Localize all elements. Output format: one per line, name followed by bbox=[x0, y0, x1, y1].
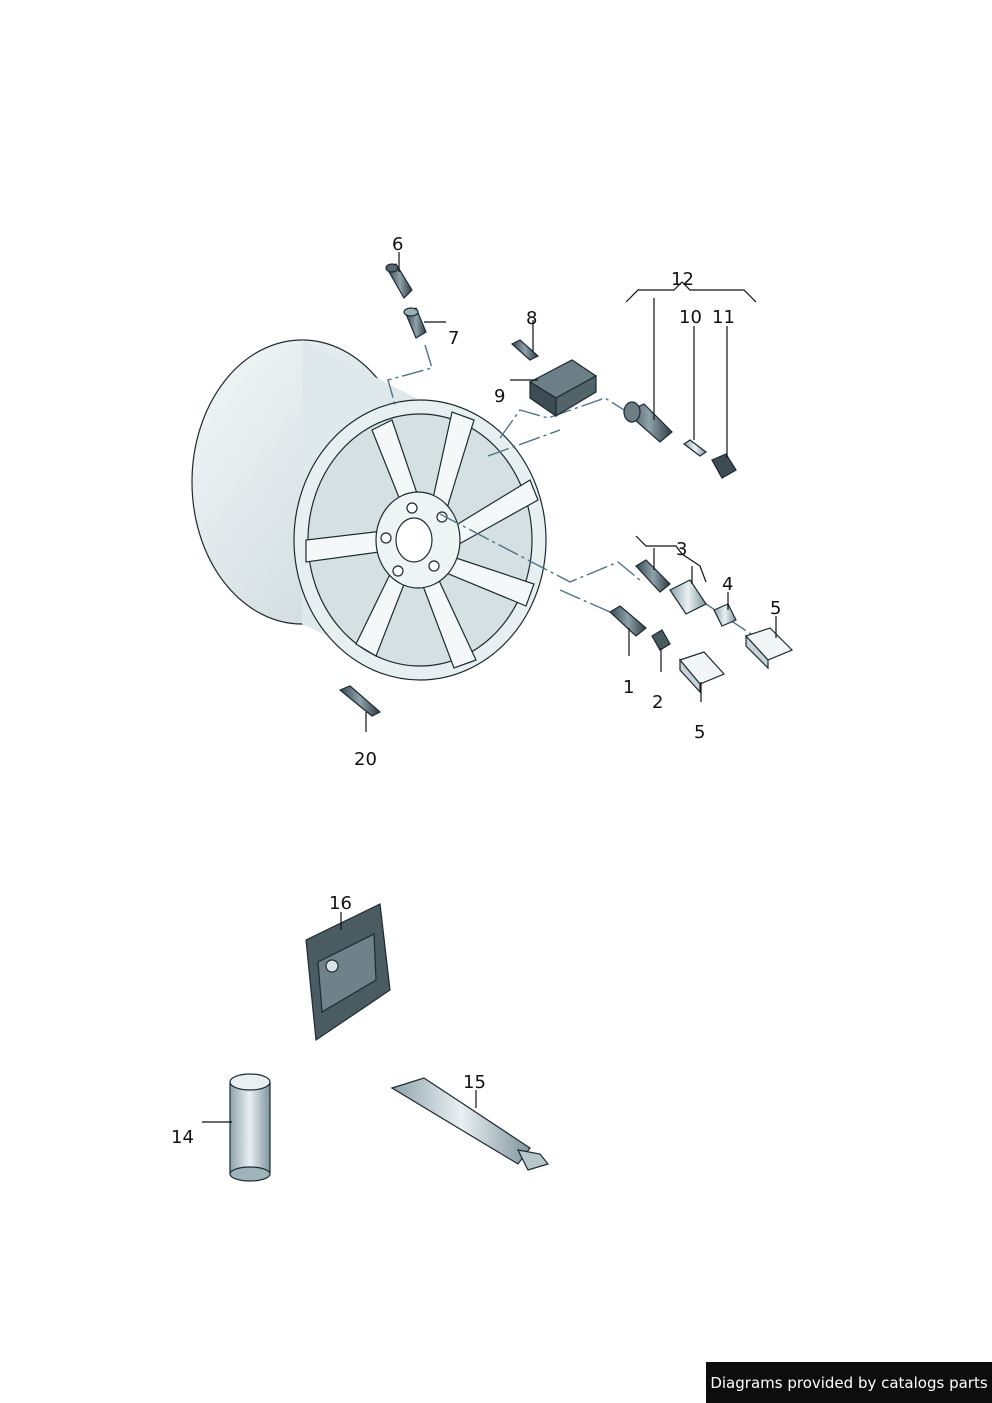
callout-leaders bbox=[202, 252, 777, 1123]
credit-text: Diagrams provided by catalogs parts bbox=[710, 1373, 988, 1392]
callout-15: 15 bbox=[463, 1072, 486, 1093]
valve-cap-part-11 bbox=[711, 453, 737, 479]
callout-11: 11 bbox=[712, 307, 735, 328]
callout-5-right: 5 bbox=[770, 598, 781, 619]
valve-insert-part-10 bbox=[682, 439, 708, 457]
callout-6: 6 bbox=[392, 234, 403, 255]
cap-part-5-a bbox=[744, 627, 794, 670]
callout-5-lower: 5 bbox=[694, 722, 705, 743]
alloy-wheel bbox=[191, 339, 547, 681]
valve-part-1 bbox=[609, 605, 647, 637]
nut-part-2 bbox=[651, 629, 671, 651]
sensor-valve-part-12 bbox=[623, 401, 673, 443]
assembly-line-valve-top bbox=[387, 344, 433, 409]
valve-nut-part-7 bbox=[403, 307, 427, 339]
callout-10: 10 bbox=[679, 307, 702, 328]
balance-weight-part-20 bbox=[338, 685, 382, 717]
callout-2: 2 bbox=[652, 692, 663, 713]
callout-12: 12 bbox=[671, 269, 694, 290]
assembly-line-hub bbox=[439, 513, 641, 583]
callout-8: 8 bbox=[526, 308, 537, 329]
callout-1: 1 bbox=[623, 677, 634, 698]
callout-14: 14 bbox=[171, 1127, 194, 1148]
callout-4: 4 bbox=[722, 574, 733, 595]
callout-7: 7 bbox=[448, 328, 459, 349]
tube-container-part-14 bbox=[229, 1073, 271, 1182]
repair-kit-pack-part-16 bbox=[305, 903, 391, 1042]
grease-tube-part-15 bbox=[390, 1077, 550, 1171]
assembly-line-sensor bbox=[499, 397, 641, 439]
valve-stem-part-6 bbox=[385, 263, 413, 299]
assembly-line-sensor-2 bbox=[487, 429, 561, 457]
callout-3: 3 bbox=[676, 539, 687, 560]
credit-banner: Diagrams provided by catalogs parts bbox=[706, 1362, 992, 1403]
cap-part-5-b bbox=[678, 651, 726, 694]
nut-part-4 bbox=[713, 603, 737, 627]
callout-9: 9 bbox=[494, 386, 505, 407]
callout-20: 20 bbox=[354, 749, 377, 770]
tire-pressure-sensor-part-9 bbox=[528, 359, 598, 418]
valve-part-3 bbox=[635, 559, 707, 615]
callout-16: 16 bbox=[329, 893, 352, 914]
assembly-line-hub-2 bbox=[559, 589, 611, 613]
screw-part-8 bbox=[510, 339, 540, 361]
